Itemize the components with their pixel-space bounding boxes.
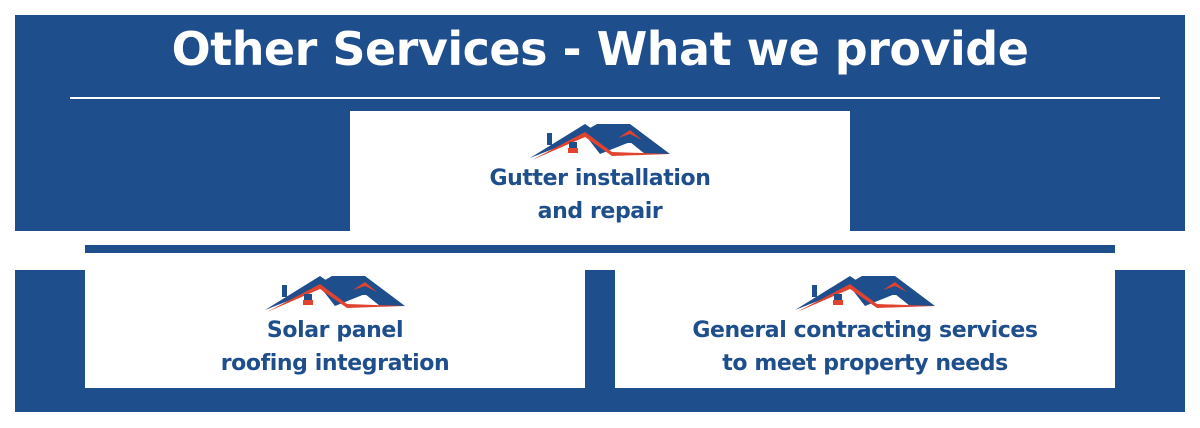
service-label-line2: roofing integration (220, 351, 450, 376)
page-title: Other Services - What we provide (171, 22, 1029, 76)
connector-bar (85, 245, 1115, 253)
service-label-line2: to meet property needs (722, 351, 1008, 376)
service-label-line1: Solar panel (266, 318, 404, 343)
service-card-solar: Solar panel roofing integration (85, 274, 585, 380)
service-label-line1: General contracting services (692, 318, 1038, 343)
service-card-general-contracting: General contracting services to meet pro… (615, 274, 1115, 380)
service-card-gutter: Gutter installation and repair (350, 122, 850, 228)
title-divider (70, 97, 1160, 99)
house-roof-icon (530, 122, 670, 162)
house-roof-icon (265, 276, 405, 312)
house-roof-icon (265, 274, 405, 314)
house-roof-icon (795, 276, 935, 312)
service-label-line1: Gutter installation (489, 166, 711, 191)
service-label-line2: and repair (537, 199, 663, 224)
house-roof-icon (795, 274, 935, 314)
house-roof-icon (530, 124, 670, 160)
